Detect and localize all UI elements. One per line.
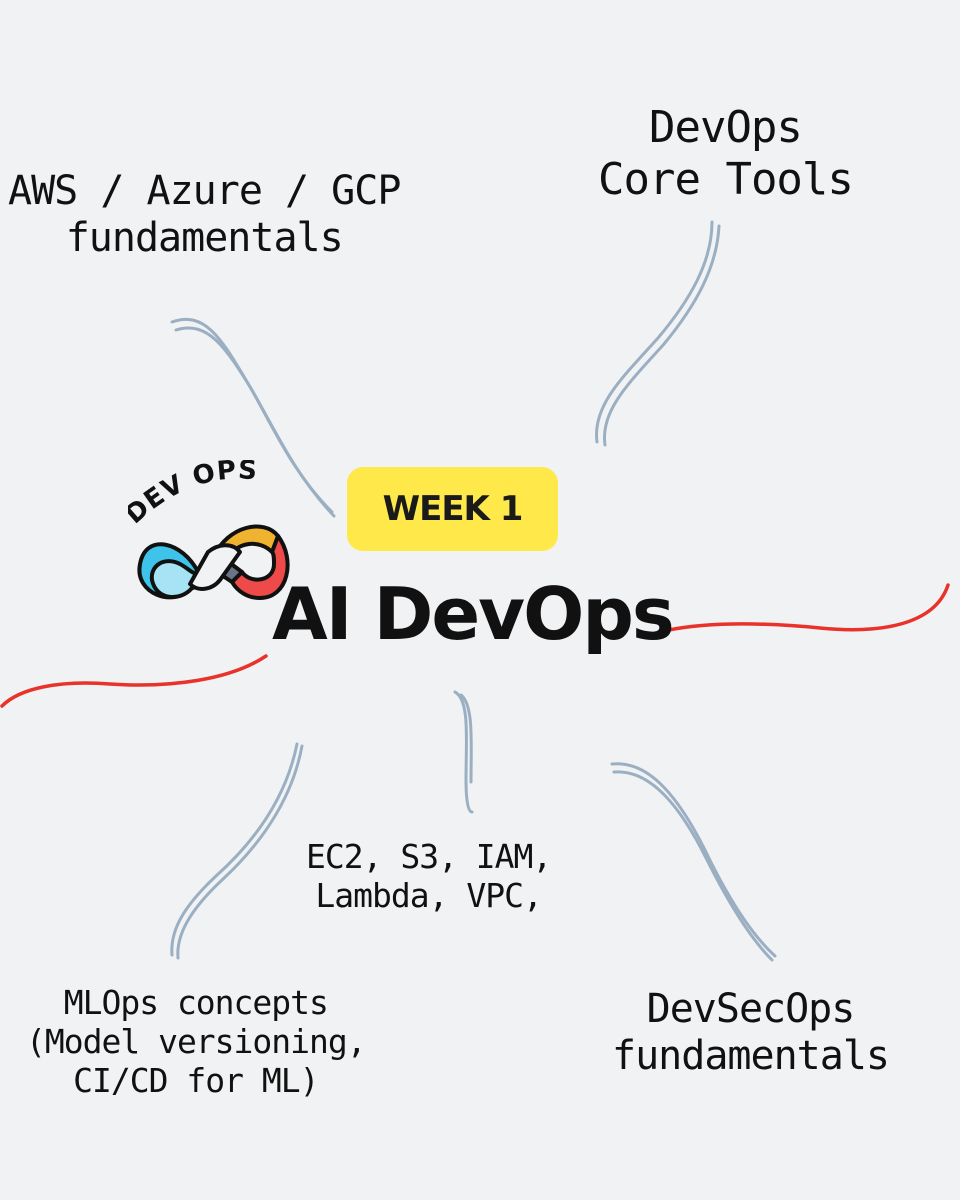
page-title: AI DevOps (272, 572, 675, 656)
branch-core-tools: DevOps Core Tools (598, 102, 854, 206)
devops-logo: DEV OPS (128, 460, 290, 600)
connector-cloud (170, 317, 336, 518)
infinity-icon (137, 524, 290, 600)
connector-services (453, 690, 474, 814)
connector-tools (595, 220, 721, 447)
branch-services-line-1: EC2, S3, IAM, (306, 837, 552, 876)
accent-stroke-left (0, 654, 268, 708)
branch-devsecops: DevSecOps fundamentals (612, 986, 890, 1080)
connector-devsecops (610, 762, 777, 962)
branch-mlops: MLOps concepts (Model versioning, CI/CD … (26, 983, 367, 1101)
branch-mlops-line-1: MLOps concepts (63, 983, 329, 1022)
connector-mlops (170, 742, 304, 960)
branch-devsecops-line-2: fundamentals (612, 1033, 890, 1080)
branch-services-line-2: Lambda, VPC, (315, 875, 542, 915)
branch-tools-line-2: Core Tools (598, 153, 854, 205)
branch-mlops-line-2: (Model versioning, (26, 1021, 367, 1061)
logo-text: DEV OPS (128, 460, 259, 530)
branch-tools-line-1: DevOps (648, 102, 803, 153)
branch-cloud-fundamentals: AWS / Azure / GCP fundamentals (8, 168, 401, 262)
week-badge: WEEK 1 (347, 467, 558, 551)
week-badge-label: WEEK 1 (382, 489, 524, 529)
branch-services: EC2, S3, IAM, Lambda, VPC, (306, 837, 552, 916)
branch-cloud-line-2: fundamentals (65, 215, 344, 262)
branch-cloud-line-1: AWS / Azure / GCP (8, 168, 401, 214)
branch-mlops-line-3: CI/CD for ML) (73, 1060, 319, 1100)
accent-stroke-right (658, 583, 950, 634)
branch-devsecops-line-1: DevSecOps (646, 986, 856, 1032)
